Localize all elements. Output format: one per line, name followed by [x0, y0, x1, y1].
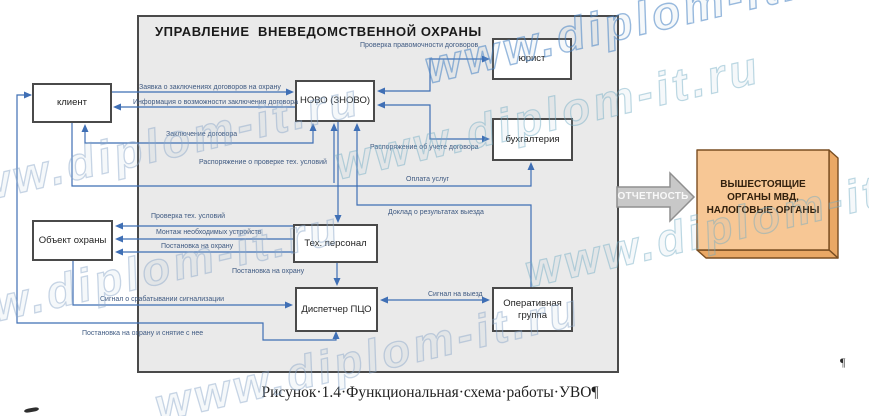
label-payment: Оплата услуг	[406, 176, 450, 183]
box-lawyer: юрист	[492, 38, 572, 80]
label-request: Заявка о заключениях договоров на охрану	[139, 84, 281, 91]
box-novo: НОВО (ЗНОВО)	[295, 80, 375, 122]
label-trip-report: Доклад о результатах выезда	[388, 209, 484, 216]
panel-title: УПРАВЛЕНИЕ ВНЕВЕДОМСТВЕННОЙ ОХРАНЫ	[155, 24, 482, 39]
reporting-arrow-label: ОТЧЕТНОСТЬ	[617, 191, 689, 202]
label-check-contracts: Проверка правомочности договоров	[360, 42, 479, 49]
authorities-box-label: ВЫШЕСТОЯЩИЕ ОРГАНЫ МВД, НАЛОГОВЫЕ ОРГАНЫ	[706, 179, 820, 216]
pilcrow-mark: ¶	[840, 355, 846, 369]
box-client: клиент	[32, 83, 112, 123]
flow-lines	[16, 58, 532, 341]
label-installation: Монтаж необходимых устройств	[156, 229, 262, 236]
box-operative-group: Оперативная группа	[492, 287, 573, 332]
label-order-tech: Распоряжение о проверке тех. условий	[199, 159, 327, 166]
box-accounting: бухгалтерия	[492, 118, 573, 161]
reporting-block-arrow	[616, 171, 696, 223]
label-guard-on: Постановка на охрану	[161, 243, 234, 250]
label-info: Информация о возможности заключения дого…	[133, 99, 298, 106]
label-tech-check: Проверка тех. условий	[151, 213, 226, 220]
box-guard-object: Объект охраны	[32, 220, 113, 261]
box-tech-staff: Тех. персонал	[293, 224, 378, 263]
label-order-account: Распоряжение об учете договора	[370, 144, 479, 151]
label-depart-signal: Сигнал на выезд	[428, 291, 483, 298]
label-contract: Заключение договора	[166, 131, 238, 138]
authorities-3d-box	[696, 149, 839, 259]
label-guard-on-off: Постановка на охрану и снятие с нее	[82, 330, 204, 337]
label-alarm-signal: Сигнал о срабатывании сигнализации	[100, 296, 225, 303]
figure-caption: Рисунок·1.4·Функциональная·схема·работы·…	[261, 384, 599, 401]
label-guard-on-2: Постановка на охрану	[232, 268, 305, 275]
arrowheads	[24, 55, 535, 339]
box-dispatcher: Диспетчер ПЦО	[295, 287, 378, 332]
